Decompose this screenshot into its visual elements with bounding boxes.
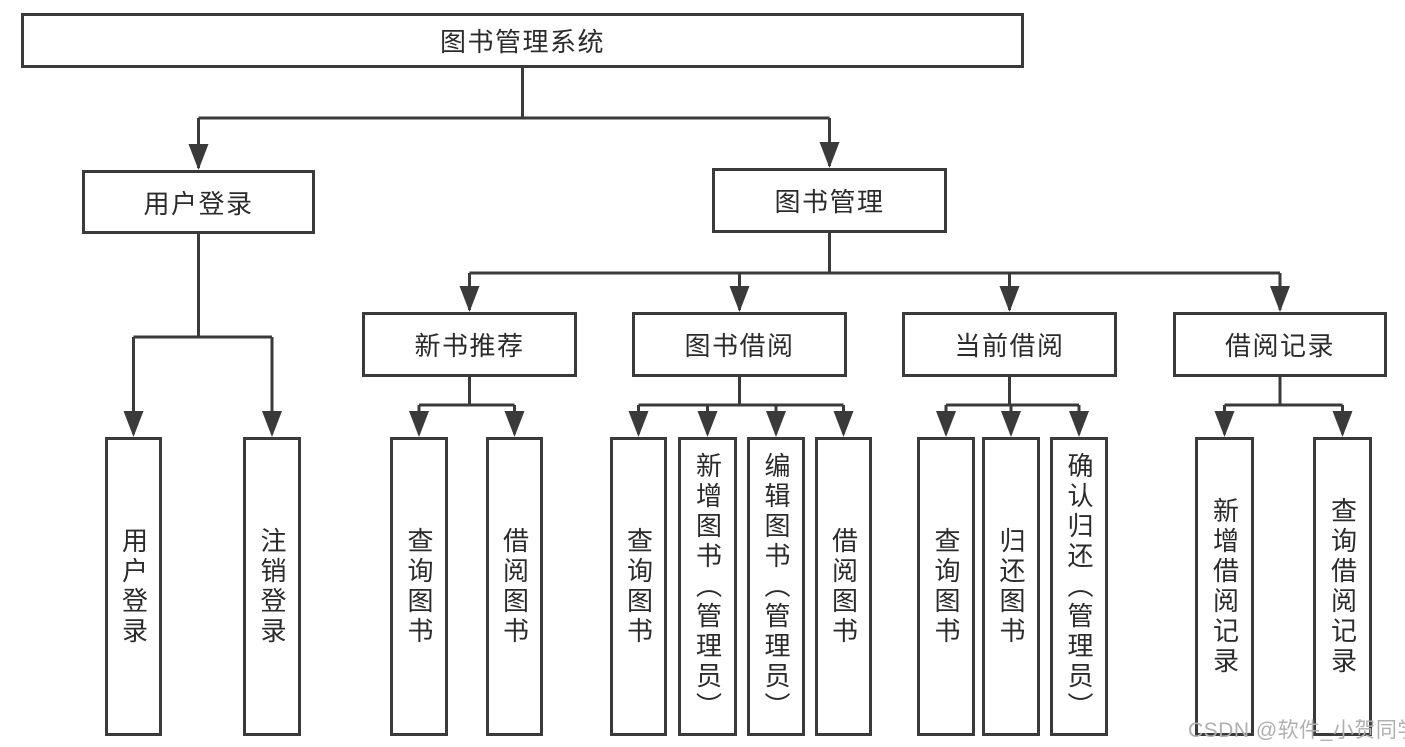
connector-root-to-level2 xyxy=(197,68,831,168)
connector-borrow-records-to-leaves xyxy=(1223,377,1344,434)
node-label: 图书管理 xyxy=(774,187,885,217)
node-book-management: 图书管理 xyxy=(712,168,947,233)
csdn-watermark: CSDN @软件_小贺同学 xyxy=(1188,719,1405,742)
node-leaf-edit-books-admin: 编辑图书（管理员） xyxy=(747,437,805,736)
node-label: 图书管理系统 xyxy=(439,27,605,57)
arrowhead-icon xyxy=(459,286,480,312)
connector-book-borrow-to-leaves xyxy=(637,377,845,434)
node-label: 图书借阅 xyxy=(684,331,795,361)
node-user-login: 用户登录 xyxy=(82,170,315,234)
node-root-library-system: 图书管理系统 xyxy=(21,13,1024,68)
node-leaf-user-login: 用户登录 xyxy=(105,437,162,736)
node-label: 编辑图书（管理员） xyxy=(761,451,791,722)
node-leaf-add-books-admin: 新增图书（管理员） xyxy=(678,437,737,736)
node-label: 查询图书 xyxy=(931,526,961,647)
node-label: 注销登录 xyxy=(257,526,287,647)
arrowhead-icon xyxy=(1332,411,1353,437)
node-label: 用户登录 xyxy=(143,188,254,219)
node-label: 归还图书 xyxy=(996,526,1026,647)
node-leaf-return-books: 归还图书 xyxy=(982,437,1040,736)
arrowhead-icon xyxy=(409,411,429,437)
node-label: 借阅图书 xyxy=(499,526,530,647)
arrowheads-group xyxy=(123,142,1353,437)
node-book-borrowing: 图书借阅 xyxy=(632,312,847,377)
arrowhead-icon xyxy=(1270,286,1290,312)
node-leaf-query-borrow-record: 查询借阅记录 xyxy=(1313,437,1372,736)
node-label: 新书推荐 xyxy=(414,331,525,361)
arrowhead-icon xyxy=(729,286,750,312)
node-label: 当前借阅 xyxy=(954,331,1065,361)
arrowhead-icon xyxy=(766,411,786,437)
arrowhead-icon xyxy=(1214,411,1235,437)
arrowhead-icon xyxy=(697,411,718,437)
arrowhead-icon xyxy=(1001,411,1021,437)
arrowhead-icon xyxy=(936,411,956,437)
arrowhead-icon xyxy=(1069,411,1089,437)
node-label: 查询图书 xyxy=(404,526,434,647)
connector-book-mgmt-to-level3 xyxy=(468,233,1282,310)
connector-user-login-to-leaves xyxy=(132,234,274,434)
arrowhead-icon xyxy=(999,286,1020,312)
arrowhead-icon xyxy=(188,144,209,170)
node-label: 查询图书 xyxy=(623,526,654,647)
node-new-book-recommendation: 新书推荐 xyxy=(362,312,577,377)
node-leaf-logout: 注销登录 xyxy=(243,437,301,736)
node-label: 新增借阅记录 xyxy=(1209,496,1240,677)
arrowhead-icon xyxy=(504,411,525,437)
node-label: 用户登录 xyxy=(118,526,149,647)
node-label: 借阅记录 xyxy=(1224,331,1335,361)
node-leaf-add-borrow-record: 新增借阅记录 xyxy=(1195,437,1254,736)
node-current-borrowing: 当前借阅 xyxy=(902,312,1117,377)
node-label: 确认归还（管理员） xyxy=(1064,451,1094,722)
node-leaf-query-books-newbook: 查询图书 xyxy=(390,437,448,736)
node-borrowing-records: 借阅记录 xyxy=(1173,312,1387,377)
node-leaf-borrow-books-newbook: 借阅图书 xyxy=(486,437,543,736)
node-leaf-borrow-books-borrowing: 借阅图书 xyxy=(815,437,872,736)
arrowhead-icon xyxy=(819,142,840,168)
node-label: 借阅图书 xyxy=(828,526,859,647)
arrowhead-icon xyxy=(123,411,144,437)
node-leaf-query-books-current: 查询图书 xyxy=(917,437,975,736)
connector-group xyxy=(132,68,1344,434)
connector-new-book-rec-to-leaves xyxy=(417,377,516,434)
arrowhead-icon xyxy=(833,411,854,437)
node-leaf-confirm-return-admin: 确认归还（管理员） xyxy=(1050,437,1108,736)
arrowhead-icon xyxy=(262,411,282,437)
node-label: 查询借阅记录 xyxy=(1327,496,1358,677)
arrowhead-icon xyxy=(628,411,649,437)
node-leaf-query-books-borrowing: 查询图书 xyxy=(610,437,667,736)
node-label: 新增图书（管理员） xyxy=(692,451,723,722)
